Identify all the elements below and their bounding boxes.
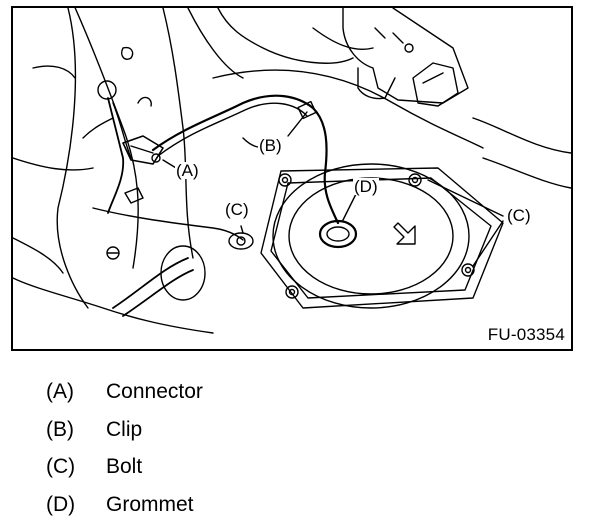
figure-id: FU-03354 (487, 325, 565, 345)
callout-d: (D) (353, 177, 379, 196)
callout-c-left: (C) (224, 200, 250, 219)
fuel-pump-illustration (13, 8, 571, 334)
legend-label: Connector (106, 380, 203, 403)
callout-a: (A) (175, 161, 200, 180)
legend-label: Grommet (106, 492, 194, 516)
callout-c-right: (C) (506, 206, 532, 225)
legend-code: (A) (46, 380, 74, 403)
legend-code: (D) (46, 492, 76, 516)
legend-code: (B) (46, 417, 74, 441)
diagram-frame: (A) (B) (C) (D) (C) FU-03354 (11, 6, 573, 351)
legend-label: Bolt (106, 455, 143, 478)
callout-b: (B) (258, 136, 283, 155)
legend-label: Clip (106, 417, 143, 441)
legend-code: (C) (46, 455, 76, 478)
